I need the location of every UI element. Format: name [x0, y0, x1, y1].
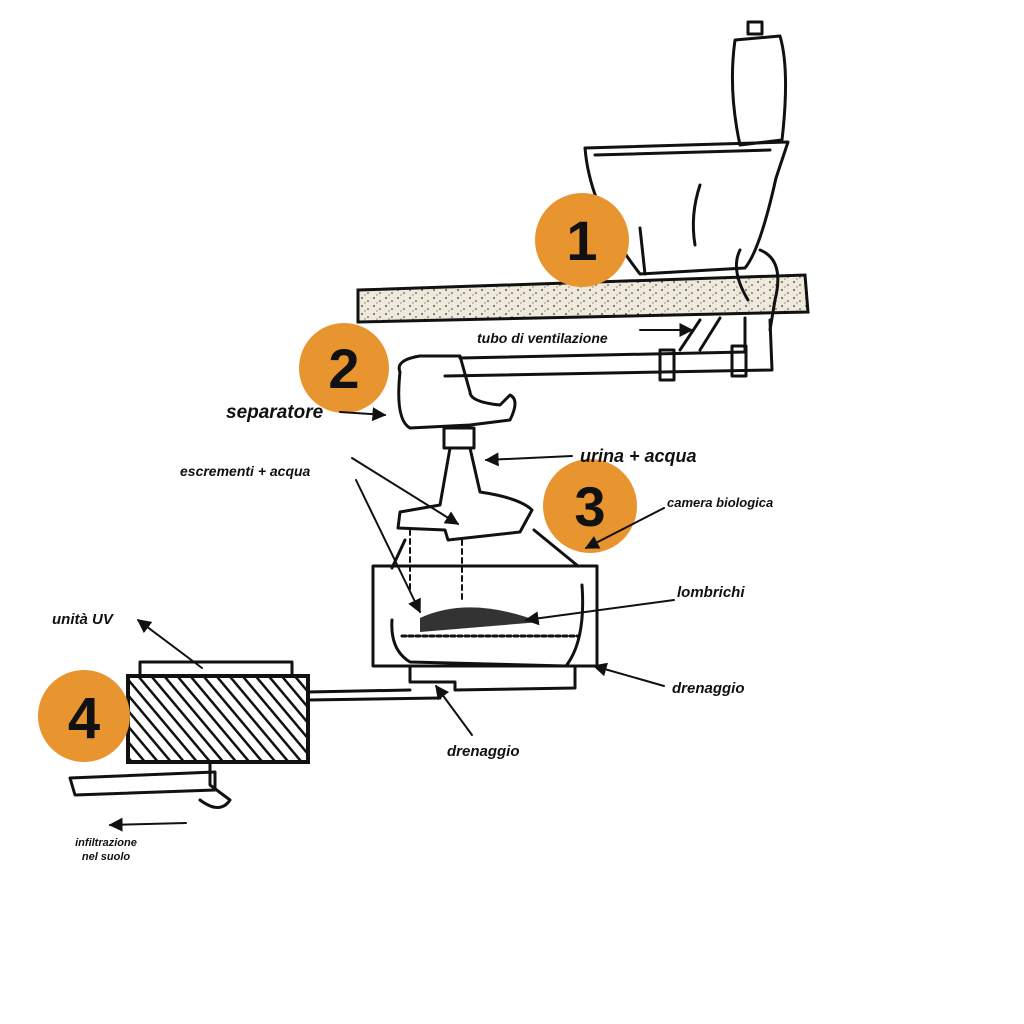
label-uv-unit: unità UV [52, 611, 115, 628]
biological-chamber [371, 528, 599, 692]
label-drainage-right: drenaggio [672, 680, 745, 697]
step-marker-4: 4 [38, 670, 130, 762]
separator-unit [396, 354, 534, 542]
drain-pipes [443, 248, 780, 382]
step-number-3: 3 [574, 475, 605, 538]
label-earthworms: lombrichi [677, 584, 745, 601]
step-marker-3-circle [543, 459, 637, 553]
step-number-2: 2 [328, 337, 359, 400]
label-ventilation-pipe: tubo di ventilazione [477, 330, 608, 346]
step-marker-1-circle [535, 193, 629, 287]
label-drainage-bottom: drenaggio [447, 743, 520, 760]
label-excrement-water: escrementi + acqua [180, 463, 311, 479]
label-biological-chamber: camera biologica [667, 495, 773, 510]
label-soil-infiltration-line1: infiltrazione [75, 837, 137, 849]
callout-arrows [108, 323, 694, 832]
step-marker-1: 1 [535, 193, 629, 287]
step-marker-2: 2 [299, 323, 389, 413]
floor-slab [356, 273, 810, 324]
toilet [583, 20, 790, 276]
step-marker-4-circle [38, 670, 130, 762]
uv-unit [68, 660, 442, 809]
label-separator: separatore [226, 402, 324, 423]
step-marker-3: 3 [543, 459, 637, 553]
step-marker-2-circle [299, 323, 389, 413]
step-number-1: 1 [566, 209, 597, 272]
label-urine-water: urina + acqua [580, 446, 697, 466]
step-number-4: 4 [68, 686, 100, 751]
label-soil-infiltration-line2: nel suolo [82, 851, 131, 863]
